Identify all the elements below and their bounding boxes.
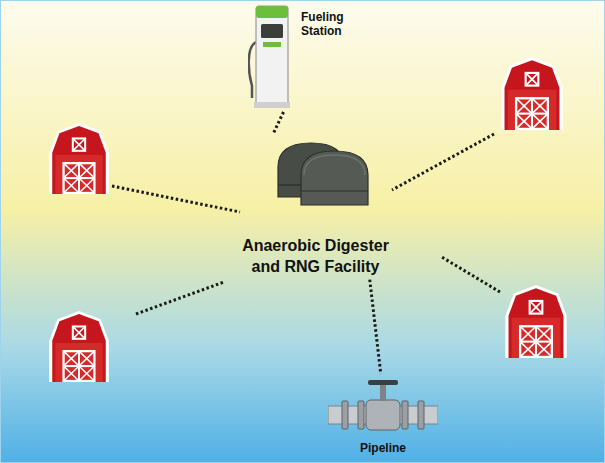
barn-leader-lines [112,134,500,314]
hose [249,42,256,98]
dome-band [301,190,368,191]
node-label: Pipeline [360,441,406,455]
pump-body [256,6,288,106]
pipe-valve [328,380,438,430]
digester-facility: Anaerobic Digester and RNG Facility [228,135,403,278]
digester-dome [301,151,368,205]
barn-leader [392,134,494,190]
dotted-connector [274,112,284,133]
barn-icon [49,123,109,194]
barn-icon [49,311,109,382]
barn-icon [501,57,562,130]
pipe-icon [328,376,438,438]
dome-band [278,184,301,185]
node-label: Fueling Station [301,10,359,39]
dome-highlight [304,155,365,175]
dotted-connector [370,280,381,374]
barn-leader [440,256,500,292]
barn-leader [112,186,240,212]
pump-icon [248,2,293,110]
domes-icon [261,135,371,210]
node-label: Anaerobic Digester and RNG Facility [228,236,403,278]
pipeline: Pipeline [328,376,438,455]
barn-icon [505,285,566,358]
pump-base [254,102,290,108]
pump-buttons [263,42,281,47]
fueling-station: Fueling Station [248,2,359,110]
pump-screen [261,24,283,38]
pump-top [256,6,288,18]
barn-leader [136,282,224,314]
